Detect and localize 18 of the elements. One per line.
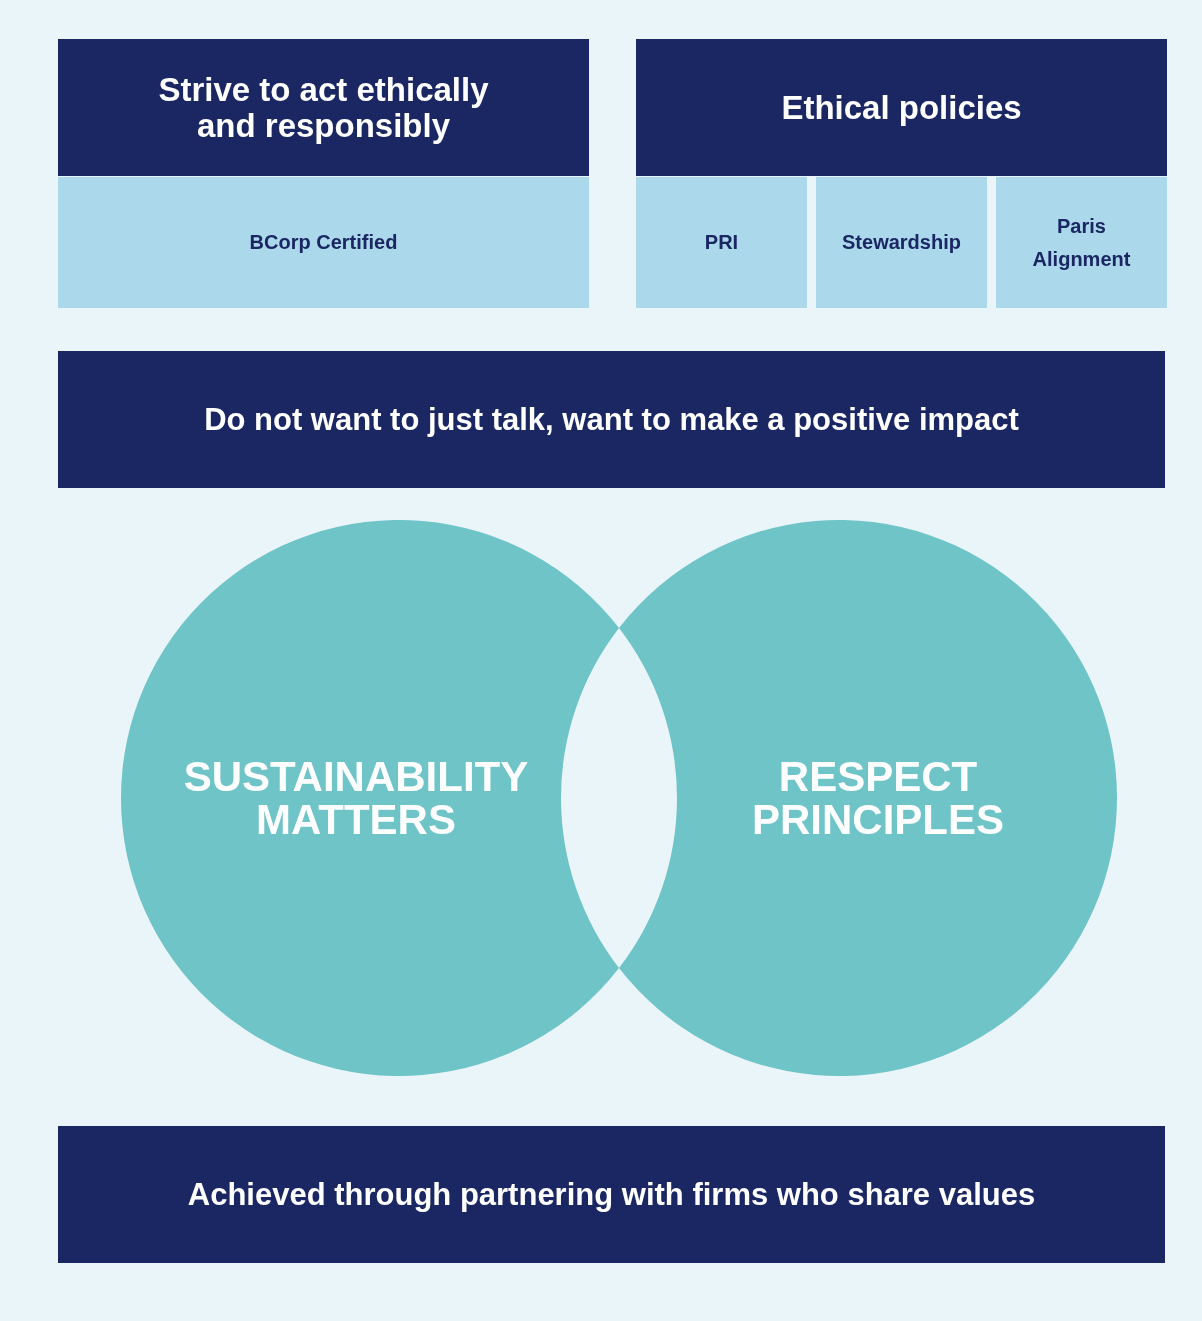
- item-label: Stewardship: [842, 230, 961, 255]
- circle-label: SUSTAINABILITY MATTERS: [182, 755, 530, 841]
- banner-text: Achieved through partnering with firms who share values: [187, 1175, 1036, 1214]
- header-panel: [636, 39, 1167, 176]
- circle-label: RESPECT PRINCIPLES: [750, 755, 1005, 841]
- item-panel: [816, 177, 987, 308]
- banner: [58, 1126, 1165, 1263]
- item-label: BCorp Certified: [249, 230, 398, 255]
- panel-heading: Strive to act ethically and responsibly: [157, 71, 490, 144]
- item-label: Paris Alignment: [1031, 213, 1132, 272]
- item-panel: [996, 177, 1167, 308]
- banner-text: Do not want to just talk, want to make a positive impact: [204, 400, 1019, 439]
- panel-heading: Ethical policies: [781, 89, 1022, 126]
- item-panel: [636, 177, 807, 308]
- item-panel: [58, 177, 589, 308]
- banner: [58, 351, 1165, 488]
- item-label: PRI: [704, 230, 739, 255]
- header-panel: [58, 39, 589, 176]
